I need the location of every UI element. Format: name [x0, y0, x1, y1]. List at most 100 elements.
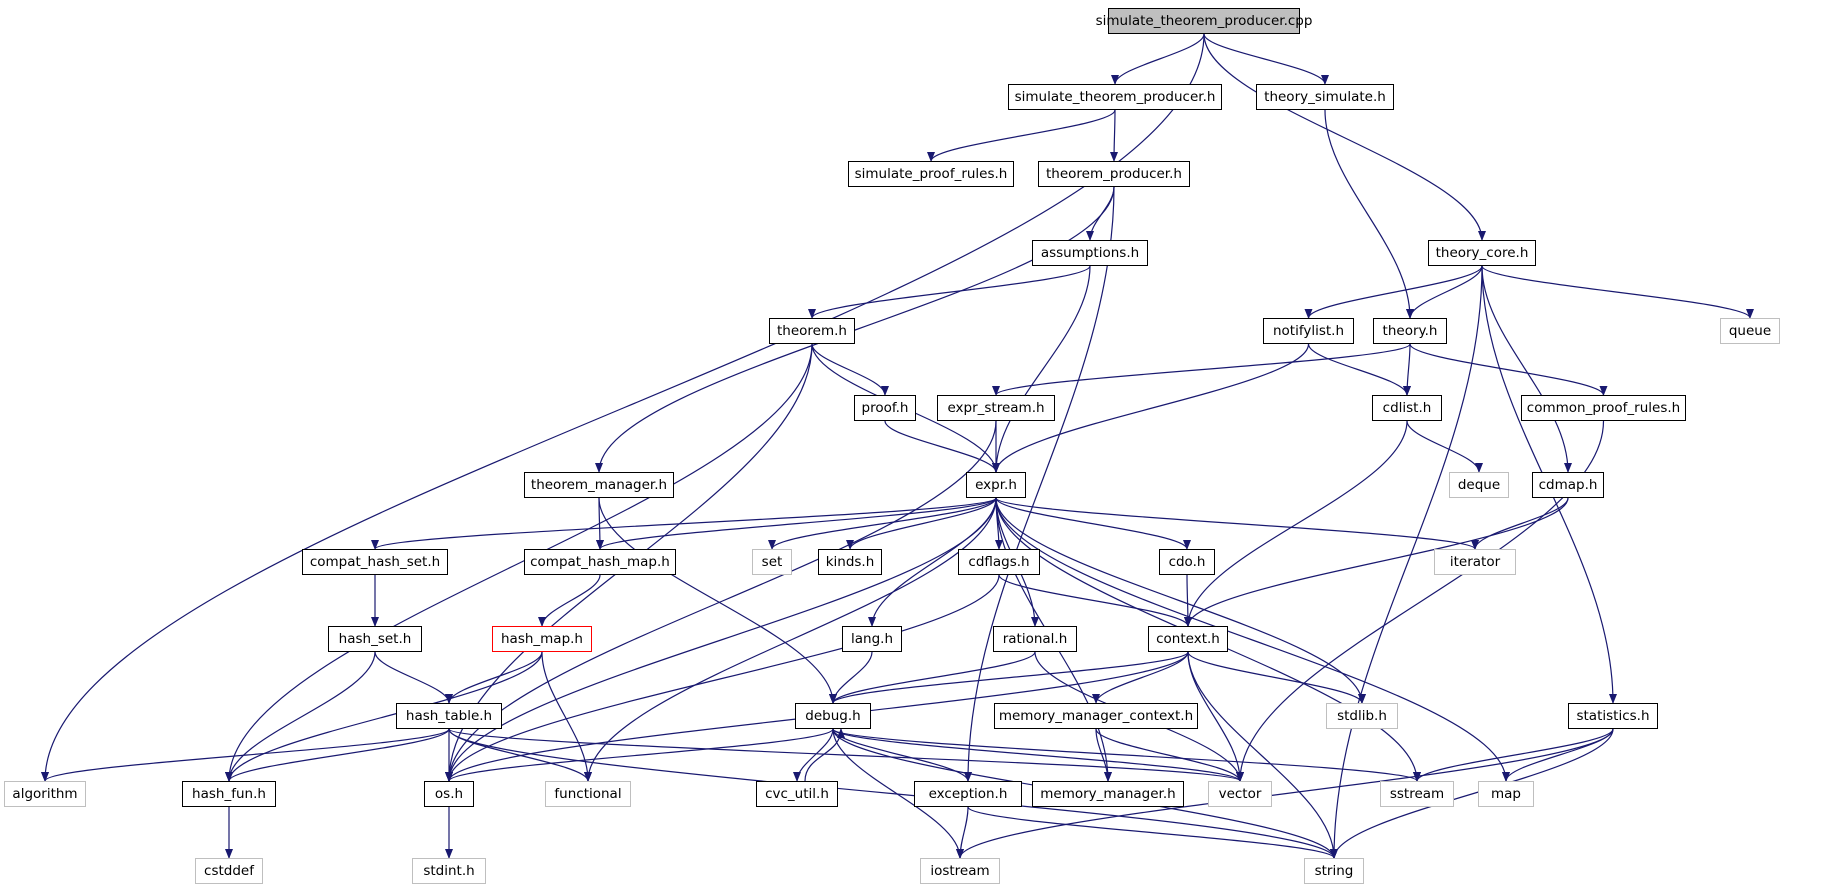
- edge-theorem-h-to-hash-fun-h: [225, 343, 813, 782]
- edge-theory-simulate-h-to-theory-h: [1324, 109, 1414, 319]
- node-simulate-theorem-producer-h[interactable]: simulate_theorem_producer.h: [1008, 84, 1222, 110]
- node-simulate-proof-rules-h[interactable]: simulate_proof_rules.h: [848, 161, 1014, 187]
- node-common-proof-rules-h[interactable]: common_proof_rules.h: [1521, 395, 1686, 421]
- node-set: set: [752, 549, 792, 575]
- edge-theory-core-h-to-queue: [1481, 265, 1754, 319]
- edge-cdflags-h-to-context-h: [998, 574, 1192, 627]
- node-hash-set-h[interactable]: hash_set.h: [328, 626, 422, 652]
- edge-theory-h-to-expr-stream-h: [992, 343, 1411, 396]
- edge-expr-h-to-compat-hash-set-h: [371, 497, 997, 550]
- edge-theory-core-h-to-notifylist-h: [1304, 265, 1483, 319]
- node-string: string: [1304, 858, 1364, 884]
- edge-assumptions-h-to-expr-h: [992, 265, 1091, 473]
- edge-debug-h-to-os-h: [445, 728, 834, 782]
- node-proof-h[interactable]: proof.h: [854, 395, 916, 421]
- node-compat-hash-set-h[interactable]: compat_hash_set.h: [302, 549, 448, 575]
- node-theorem-producer-h[interactable]: theorem_producer.h: [1038, 161, 1190, 187]
- node-functional: functional: [545, 781, 631, 807]
- node-kinds-h[interactable]: kinds.h: [818, 549, 882, 575]
- node-iterator: iterator: [1434, 549, 1516, 575]
- node-context-h[interactable]: context.h: [1148, 626, 1228, 652]
- edge-hash-table-h-to-vector: [448, 728, 1244, 782]
- edge-simulate-theorem-producer-cpp-to-theory-core-h: [1203, 33, 1486, 241]
- node-theory-simulate-h[interactable]: theory_simulate.h: [1256, 84, 1394, 110]
- edge-context-h-to-debug-h: [829, 651, 1189, 704]
- edge-cdmap-h-to-context-h: [1184, 497, 1569, 627]
- edge-hash-table-h-to-string: [448, 728, 1338, 859]
- node-hash-table-h[interactable]: hash_table.h: [396, 703, 502, 729]
- node-queue: queue: [1720, 318, 1780, 344]
- node-map: map: [1478, 781, 1534, 807]
- node-iostream: iostream: [920, 858, 1000, 884]
- edge-statistics-h-to-map: [1502, 728, 1614, 782]
- node-compat-hash-map-h[interactable]: compat_hash_map.h: [524, 549, 676, 575]
- node-cdo-h[interactable]: cdo.h: [1159, 549, 1215, 575]
- edge-theorem-producer-h-to-theorem-manager-h: [595, 186, 1115, 473]
- edge-cdlist-h-to-context-h: [1184, 420, 1408, 627]
- edge-rational-h-to-debug-h: [829, 651, 1036, 704]
- node-simulate-theorem-producer-cpp[interactable]: simulate_theorem_producer.cpp: [1096, 8, 1312, 34]
- node-stdlib-h: stdlib.h: [1326, 703, 1398, 729]
- edge-simulate-theorem-producer-cpp-to-algorithm: [41, 33, 1205, 782]
- node-theory-h[interactable]: theory.h: [1373, 318, 1447, 344]
- edge-statistics-h-to-iostream: [956, 728, 1614, 859]
- edge-expr-h-to-map: [995, 497, 1510, 782]
- edge-theory-h-to-common-proof-rules-h: [1409, 343, 1608, 396]
- edge-memory-manager-context-h-to-vector: [1095, 728, 1244, 782]
- edge-expr-h-to-cdo-h: [995, 497, 1191, 550]
- node-lang-h[interactable]: lang.h: [842, 626, 902, 652]
- node-theory-core-h[interactable]: theory_core.h: [1428, 240, 1536, 266]
- node-expr-h[interactable]: expr.h: [966, 472, 1026, 498]
- edge-context-h-to-stdlib-h: [1187, 651, 1366, 704]
- edge-exception-h-to-string: [967, 806, 1338, 859]
- edge-debug-h-to-cvc-util-h: [793, 728, 834, 782]
- edge-simulate-theorem-producer-cpp-to-theory-simulate-h: [1203, 33, 1329, 85]
- node-hash-map-h[interactable]: hash_map.h: [492, 626, 592, 652]
- node-expr-stream-h[interactable]: expr_stream.h: [937, 395, 1055, 421]
- node-cdmap-h[interactable]: cdmap.h: [1532, 472, 1604, 498]
- edge-simulate-theorem-producer-cpp-to-simulate-theorem-producer-h: [1111, 33, 1205, 85]
- node-memory-manager-context-h[interactable]: memory_manager_context.h: [994, 703, 1198, 729]
- node-assumptions-h[interactable]: assumptions.h: [1032, 240, 1148, 266]
- edge-hash-map-h-to-hash-fun-h: [225, 651, 543, 782]
- edge-debug-h-to-sstream: [832, 728, 1421, 782]
- node-notifylist-h[interactable]: notifylist.h: [1263, 318, 1354, 344]
- node-cdflags-h[interactable]: cdflags.h: [958, 549, 1040, 575]
- edge-cdflags-h-to-os-h: [445, 574, 1000, 782]
- node-theorem-manager-h[interactable]: theorem_manager.h: [524, 472, 674, 498]
- edge-context-h-to-string: [1187, 651, 1338, 859]
- node-algorithm: algorithm: [4, 781, 86, 807]
- node-theorem-h[interactable]: theorem.h: [769, 318, 855, 344]
- edge-theory-core-h-to-string: [1330, 265, 1483, 859]
- edge-hash-map-h-to-functional: [541, 651, 592, 782]
- node-memory-manager-h[interactable]: memory_manager.h: [1032, 781, 1184, 807]
- edge-assumptions-h-to-theorem-h: [808, 265, 1091, 319]
- edge-expr-h-to-os-h: [445, 497, 997, 782]
- node-os-h[interactable]: os.h: [424, 781, 474, 807]
- edge-theory-h-to-cdlist-h: [1403, 343, 1412, 396]
- node-debug-h[interactable]: debug.h: [795, 703, 871, 729]
- edge-cdo-h-to-context-h: [1183, 574, 1192, 627]
- node-statistics-h[interactable]: statistics.h: [1568, 703, 1658, 729]
- edge-debug-h-to-vector: [832, 728, 1244, 782]
- edge-theorem-manager-h-to-debug-h: [598, 497, 837, 704]
- node-cdlist-h[interactable]: cdlist.h: [1372, 395, 1442, 421]
- edge-proof-h-to-expr-h: [884, 420, 1000, 473]
- edge-hash-set-h-to-hash-table-h: [374, 651, 453, 704]
- edge-hash-map-h-to-hash-table-h: [445, 651, 543, 704]
- edge-simulate-theorem-producer-h-to-simulate-proof-rules-h: [927, 109, 1116, 162]
- edge-expr-h-to-compat-hash-map-h: [596, 497, 997, 550]
- edge-theorem-h-to-proof-h: [811, 343, 889, 396]
- node-hash-fun-h[interactable]: hash_fun.h: [182, 781, 276, 807]
- node-rational-h[interactable]: rational.h: [993, 626, 1077, 652]
- node-exception-h[interactable]: exception.h: [914, 781, 1022, 807]
- edge-memory-manager-context-h-to-memory-manager-h: [1095, 728, 1112, 782]
- node-cvc-util-h[interactable]: cvc_util.h: [756, 781, 838, 807]
- edge-expr-h-to-functional: [584, 497, 997, 782]
- node-deque: deque: [1449, 472, 1509, 498]
- edge-cdlist-h-to-deque: [1406, 420, 1483, 473]
- edge-notifylist-h-to-cdlist-h: [1307, 343, 1411, 396]
- edge-hash-set-h-to-hash-fun-h: [225, 651, 376, 782]
